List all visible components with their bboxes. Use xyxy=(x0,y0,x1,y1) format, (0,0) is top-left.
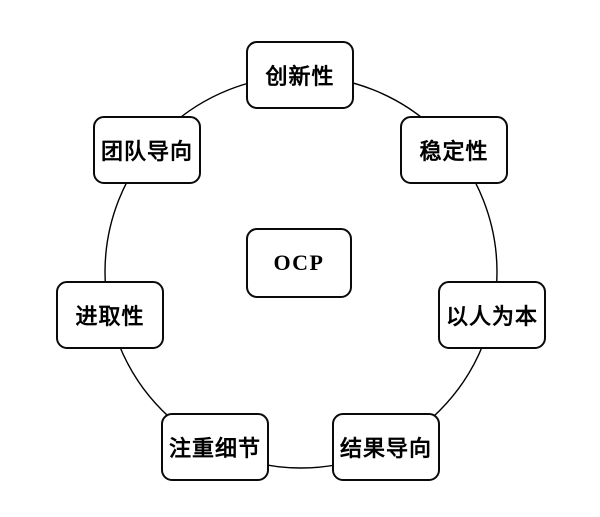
center-node-label: OCP xyxy=(273,250,325,275)
node-team-orientation: 团队导向 xyxy=(93,116,201,184)
node-label: 稳定性 xyxy=(419,139,489,164)
node-label: 团队导向 xyxy=(100,139,193,164)
node-label: 注重细节 xyxy=(168,436,261,461)
node-outcome-orientation: 结果导向 xyxy=(332,413,440,481)
node-label: 结果导向 xyxy=(339,436,432,461)
node-people-orientation: 以人为本 xyxy=(438,281,546,349)
node-innovation: 创新性 xyxy=(246,41,354,109)
node-aggressiveness: 进取性 xyxy=(56,281,164,349)
node-label: 创新性 xyxy=(265,64,335,89)
center-node-ocp: OCP xyxy=(246,228,352,298)
node-label: 进取性 xyxy=(75,304,145,329)
node-label: 以人为本 xyxy=(445,304,538,329)
node-attention-to-detail: 注重细节 xyxy=(161,413,269,481)
node-stability: 稳定性 xyxy=(400,116,508,184)
